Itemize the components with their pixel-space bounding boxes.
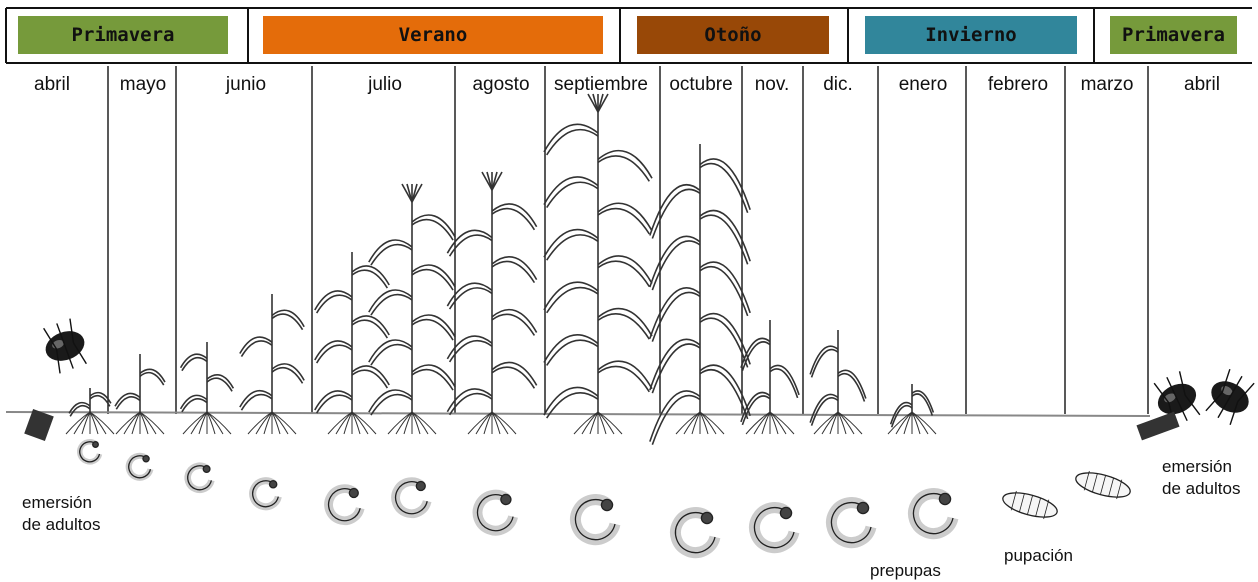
larva <box>575 499 615 539</box>
pupation-label: pupación <box>1004 545 1073 567</box>
month-label: febrero <box>988 74 1048 96</box>
corn-plant <box>181 342 234 434</box>
month-label: abril <box>1184 74 1220 96</box>
corn-plant <box>544 94 652 434</box>
corn-plant <box>315 252 389 434</box>
larva <box>188 466 212 490</box>
pupa <box>1073 468 1132 502</box>
season-otono: Otoño <box>637 16 829 54</box>
ground-line <box>6 412 1150 416</box>
month-label: octubre <box>669 74 732 96</box>
larva <box>396 482 428 514</box>
larva <box>754 507 794 547</box>
beetle <box>1201 366 1258 428</box>
month-label: nov. <box>755 74 790 96</box>
emergence-label-end: emersión de adultos <box>1162 456 1240 500</box>
month-label: abril <box>34 74 70 96</box>
month-label: agosto <box>472 74 529 96</box>
larva <box>478 494 514 530</box>
season-primavera: Primavera <box>18 16 228 54</box>
month-label: mayo <box>120 74 166 96</box>
larva <box>831 502 871 542</box>
season-verano: Verano <box>263 16 603 54</box>
adult-beetles <box>24 317 1258 441</box>
larva <box>129 456 151 478</box>
corn-plant <box>741 320 799 434</box>
emergence-line-2: de adultos <box>22 514 100 536</box>
corn-plant <box>810 330 866 434</box>
emergence-line-1: emersión <box>22 492 100 514</box>
month-label: julio <box>368 74 402 96</box>
corn-plant <box>650 144 750 445</box>
soil-burrow <box>24 409 54 441</box>
month-label: dic. <box>823 74 853 96</box>
larva <box>80 442 100 462</box>
month-label: septiembre <box>554 74 648 96</box>
corn-plant <box>115 354 165 434</box>
beetle <box>38 317 92 376</box>
pupa <box>1000 488 1059 522</box>
month-label: enero <box>899 74 948 96</box>
season-invierno: Invierno <box>865 16 1077 54</box>
larva <box>329 489 361 521</box>
month-label: junio <box>226 74 266 96</box>
emergence-line-1: emersión <box>1162 456 1240 478</box>
corn-plant <box>888 384 936 434</box>
larva <box>913 493 953 533</box>
corn-plant <box>447 172 536 434</box>
larva <box>253 481 279 507</box>
month-label: marzo <box>1081 74 1134 96</box>
emergence-label-start: emersión de adultos <box>22 492 100 536</box>
month-dividers <box>108 66 1148 414</box>
corn-plant <box>369 184 455 434</box>
corn-plants <box>66 94 936 445</box>
larva <box>675 512 715 552</box>
emergence-line-2: de adultos <box>1162 478 1240 500</box>
larvae <box>80 442 1133 553</box>
corn-plant <box>66 388 114 434</box>
season-primavera-2: Primavera <box>1110 16 1237 54</box>
